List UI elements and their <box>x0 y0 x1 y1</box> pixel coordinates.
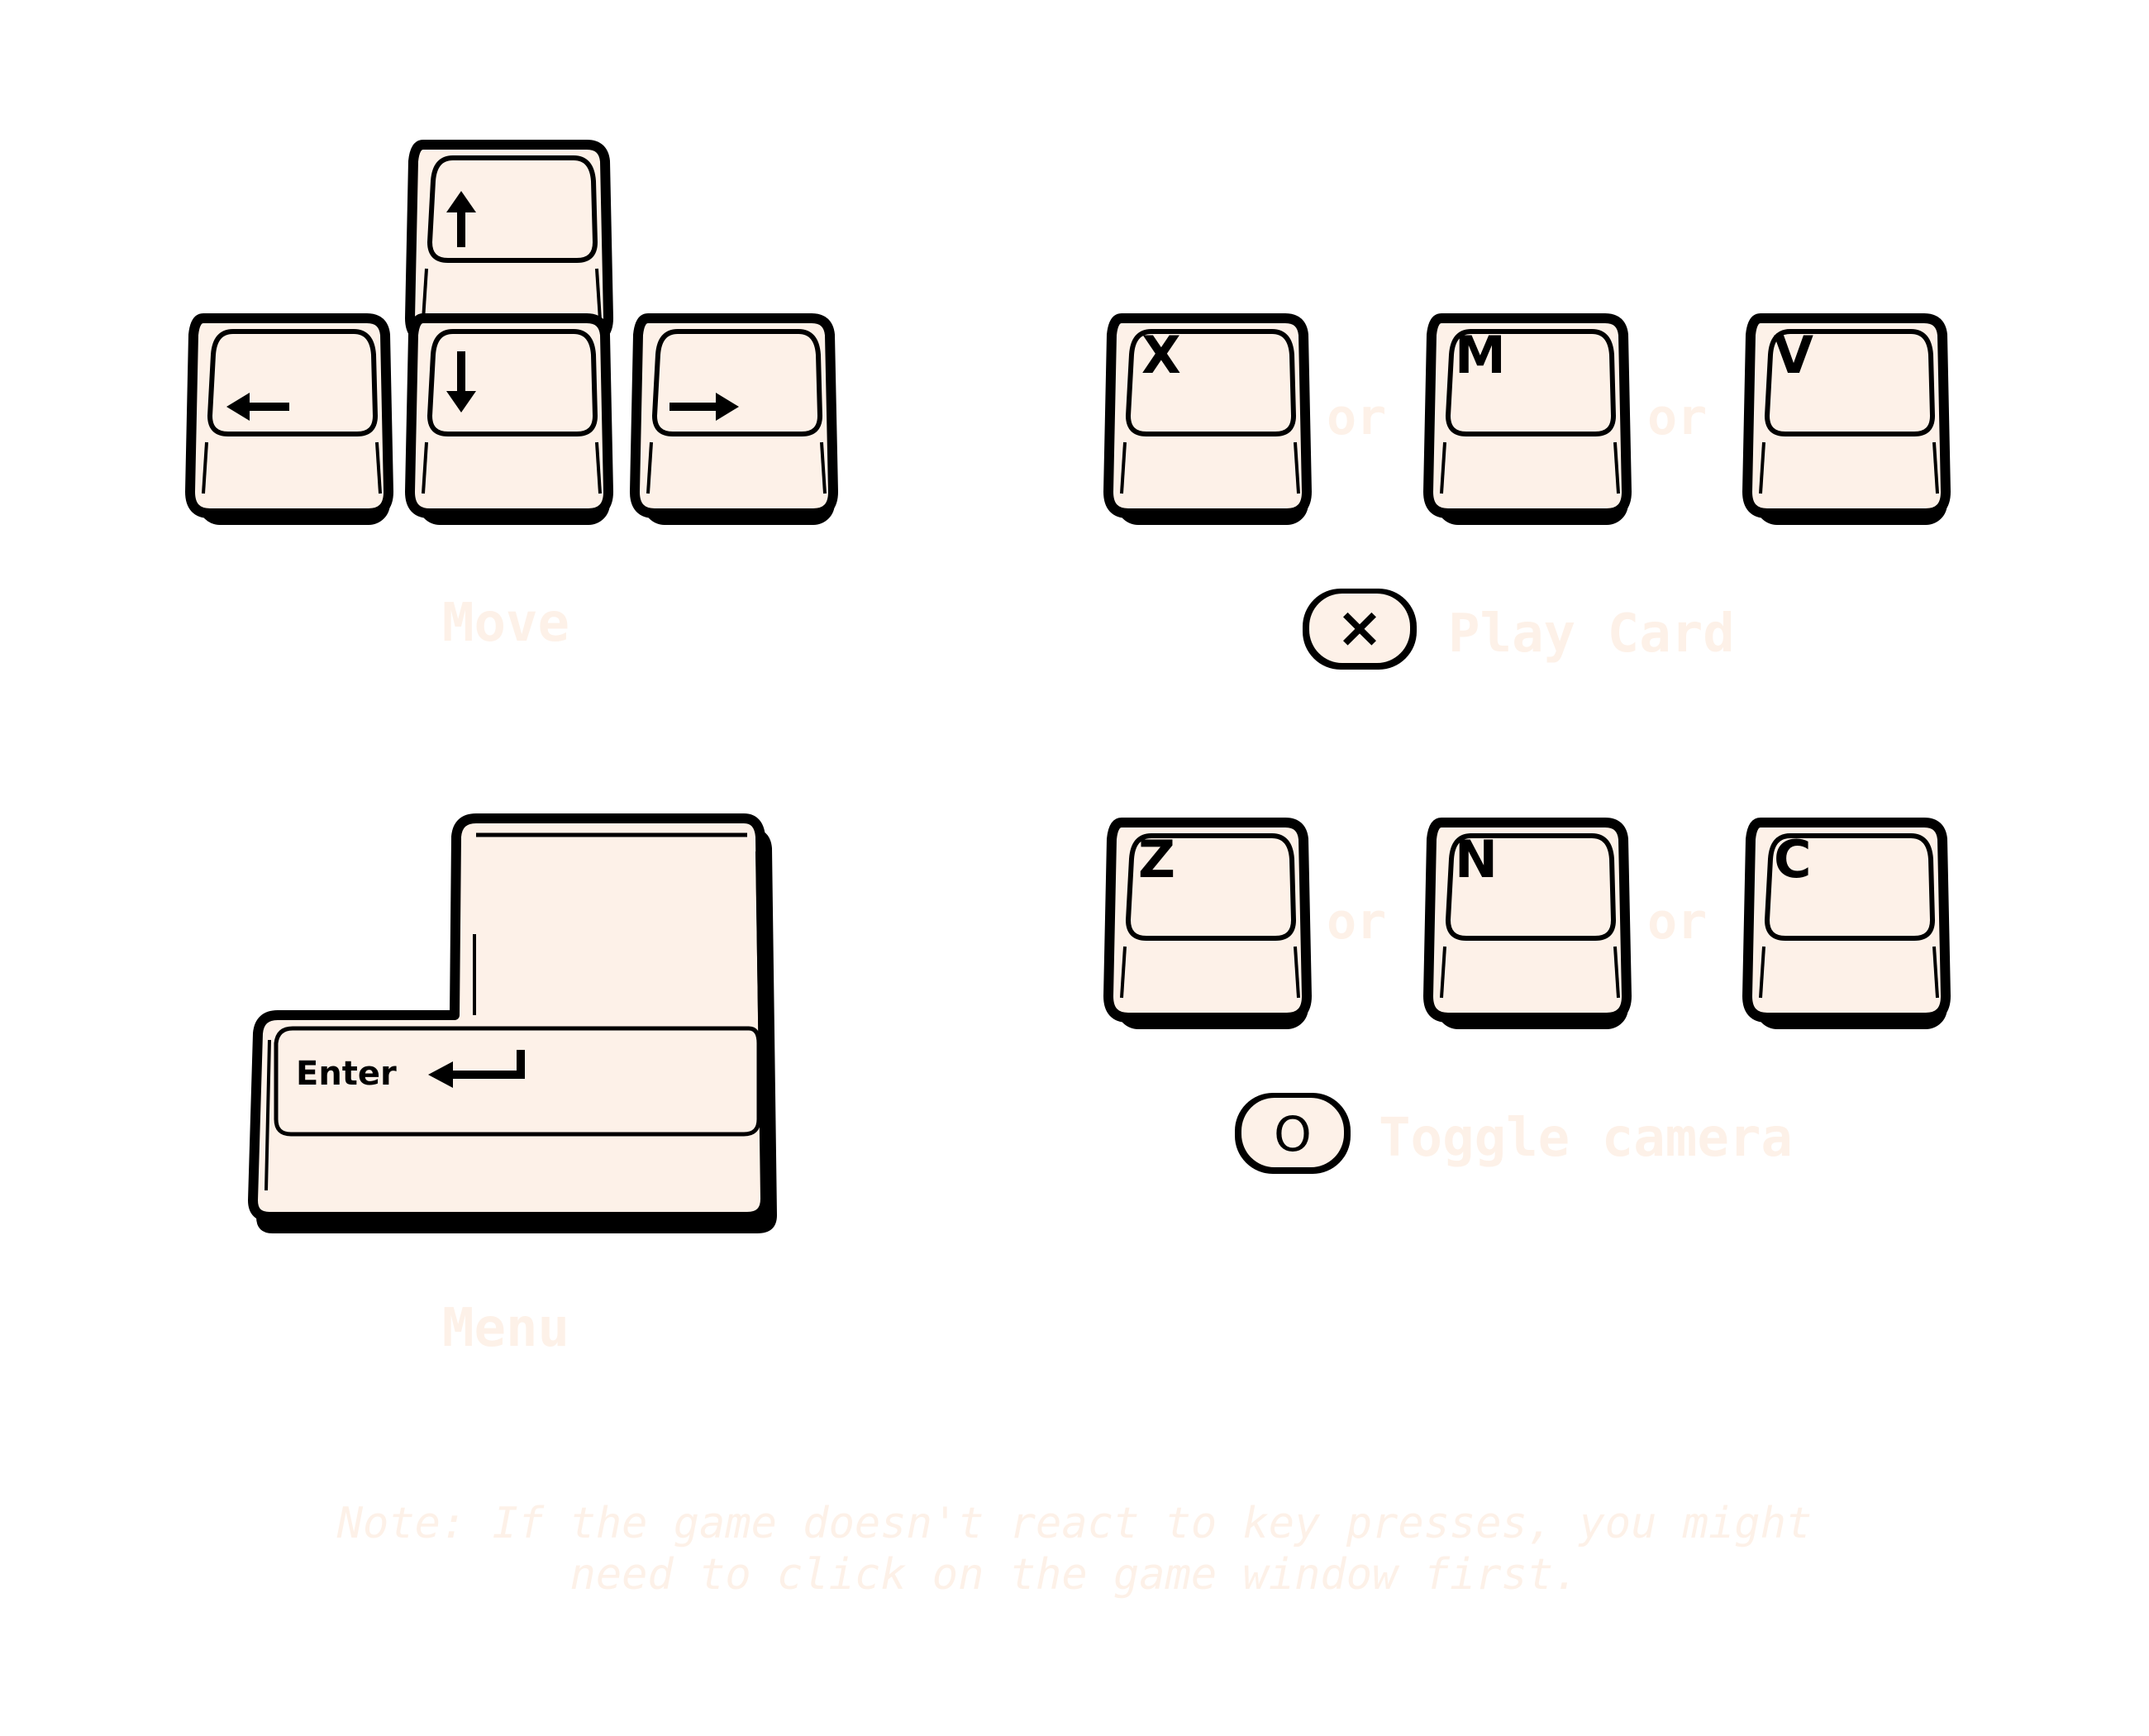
or-separator: or <box>1647 389 1707 446</box>
return-arrow-icon <box>428 1050 525 1088</box>
left-arrow-key <box>190 318 390 525</box>
key-c-letter: C <box>1774 829 1812 889</box>
enter-key-label: Enter <box>296 1055 397 1093</box>
move-label: Move <box>442 593 569 654</box>
note-line-2: need to click on the game window first. <box>569 1550 1580 1600</box>
arrow-keys-group: Move <box>190 145 835 654</box>
gamepad-circle-button-icon: O <box>1235 1093 1351 1174</box>
key-m-letter: M <box>1455 325 1506 385</box>
key-z: Z <box>1108 823 1308 1029</box>
key-n: N <box>1428 823 1628 1029</box>
key-v: V <box>1747 318 1947 525</box>
menu-label: Menu <box>442 1298 569 1359</box>
key-x-letter: X <box>1141 325 1181 385</box>
key-x: X <box>1108 318 1308 525</box>
or-separator: or <box>1327 893 1386 951</box>
arrow-left-icon <box>226 393 289 421</box>
toggle-camera-label: Toggle camera <box>1379 1108 1793 1169</box>
key-m: M <box>1428 318 1628 525</box>
arrow-down-icon <box>446 351 476 413</box>
down-arrow-key <box>410 318 610 525</box>
note-line-1: Note: If the game doesn't react to key p… <box>336 1499 1813 1548</box>
play-card-group: X or M or V × Play Card <box>1108 318 1947 670</box>
enter-key: Enter Menu <box>248 813 777 1359</box>
focus-hint-note: Note: If the game doesn't react to key p… <box>165 1498 1984 1600</box>
arrow-right-icon <box>669 393 739 421</box>
key-n-letter: N <box>1455 829 1498 889</box>
arrow-up-icon <box>446 191 476 247</box>
play-card-label: Play Card <box>1448 603 1735 665</box>
right-arrow-key <box>635 318 835 525</box>
or-separator: or <box>1327 389 1386 446</box>
gamepad-cross-button-icon: × <box>1303 589 1417 670</box>
key-z-letter: Z <box>1138 829 1175 889</box>
toggle-camera-group: Z or N or C O Toggle camera <box>1108 823 1947 1174</box>
up-arrow-key <box>410 145 610 351</box>
key-v-letter: V <box>1774 325 1813 385</box>
key-c: C <box>1747 823 1947 1029</box>
or-separator: or <box>1647 893 1707 951</box>
gamepad-circle-symbol: O <box>1274 1106 1312 1162</box>
gamepad-cross-symbol: × <box>1337 595 1384 661</box>
